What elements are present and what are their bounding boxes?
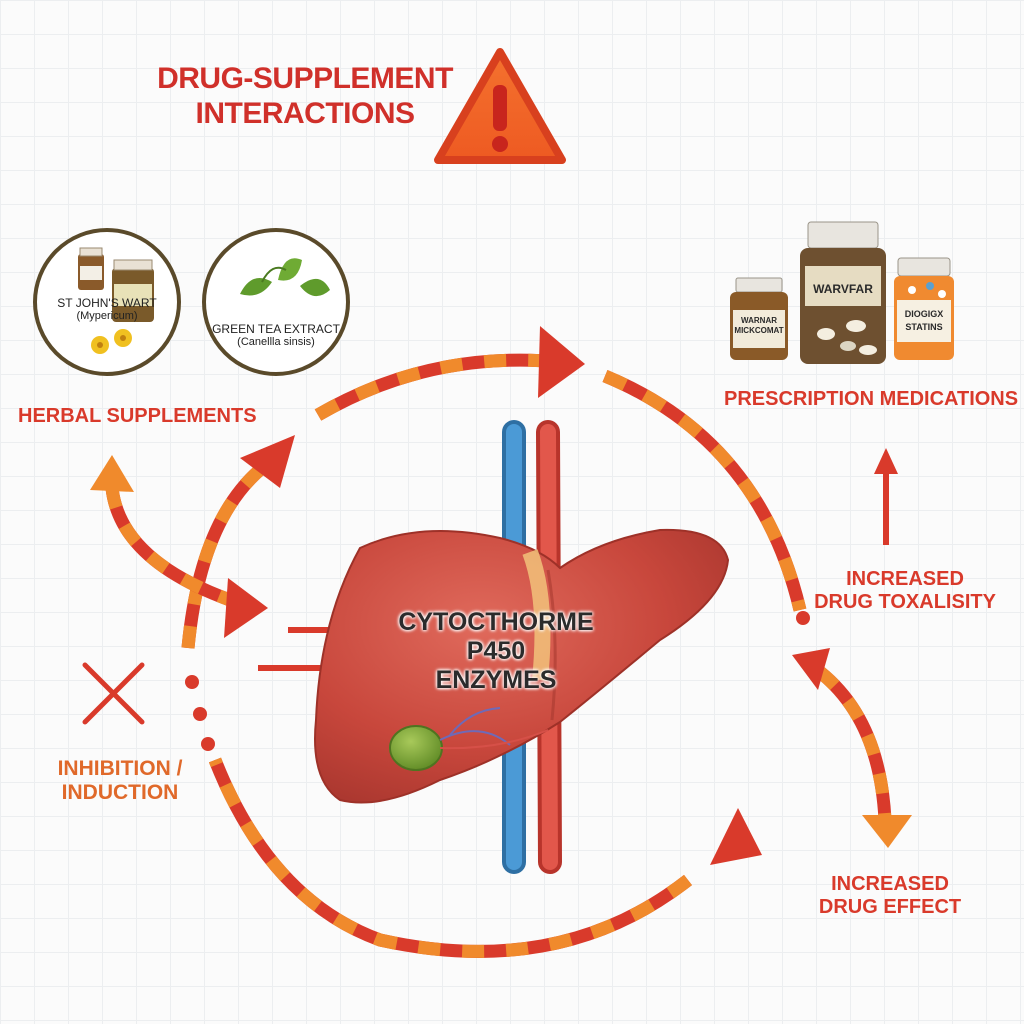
inhibition-line-1: INHIBITION / [57,757,183,780]
inhibition-line-2: INDUCTION [61,781,179,805]
enzyme-line-2: P450 [466,636,526,665]
interaction-cycle [105,353,892,958]
liver-illustration [314,528,730,804]
increased-effect-label: INCREASED DRUG EFFECT [800,873,980,919]
toxicity-line-1: INCREASED [846,568,964,590]
effect-line-2: DRUG EFFECT [818,896,962,918]
page-title: DRUG-SUPPLEMENT INTERACTIONS [150,62,460,131]
bottle-1-label: WARNAR MICKCOMAT [733,316,785,337]
arrowhead-toxicity [792,648,830,690]
herbal-supplements-label: HERBAL SUPPLEMENTS [18,405,257,427]
bottle-3-label: DIOGIGX STATINS [897,308,951,333]
green-tea-latin: (Canellla sinsis) [237,336,315,348]
st-johns-wort-text: ST JOHN'S WART (Mypericum) [46,296,168,322]
green-tea-text: GREEN TEA EXTRACT (Canellla sinsis) [210,322,342,348]
title-line-2: INTERACTIONS [195,96,416,130]
enzyme-line-1: CYTOCTHORME [398,608,594,636]
prescription-bottles [730,221,954,364]
arrowhead-left [240,435,295,488]
inhibition-x-icon [82,662,145,725]
green-tea-name: GREEN TEA EXTRACT [212,322,340,336]
bottle-warnar [730,277,788,360]
arrowhead-effect-down [862,815,912,848]
bottle-3-line-2: STATINS [905,321,943,332]
toxicity-line-2: DRUG TOXALISITY [814,591,996,613]
bottle-1-line-1: WARNAR [741,316,777,325]
prescription-medications-label: PRESCRIPTION MEDICATIONS [724,388,1019,410]
arrowhead-herbal [224,578,268,638]
enzyme-label: CYTOCTHORME P450 ENZYMES [396,608,596,694]
bottle-2-label: WARVFAR [805,282,881,296]
bottle-3-line-1: DIOGIGX [904,309,944,319]
increased-toxicity-label: INCREASED DRUG TOXALISITY [800,568,1010,614]
arrowhead-effect [710,808,762,865]
green-tea-badge [202,228,350,376]
bottle-2-line-1: WARVFAR [813,282,873,296]
bottle-diogigx [894,257,954,360]
bottle-warvfar [800,221,886,364]
title-line-1: DRUG-SUPPLEMENT [157,62,453,95]
st-johns-wort-name: ST JOHN'S WART [57,296,157,310]
bottle-1-line-2: MICKCOMAT [734,326,784,336]
enzyme-line-3: ENZYMES [435,665,557,694]
gallbladder [389,725,443,771]
arrowhead-top [538,326,585,398]
inhibition-induction-label: INHIBITION / INDUCTION [40,757,200,805]
effect-line-1: INCREASED [831,873,949,895]
cycle-arrowheads [90,326,912,865]
st-johns-wort-latin: (Mypericum) [76,310,138,322]
st-johns-wort-badge [33,228,181,376]
warning-icon [434,48,566,164]
arrowhead-herbal-up [90,455,134,492]
dot-trail [185,611,810,751]
